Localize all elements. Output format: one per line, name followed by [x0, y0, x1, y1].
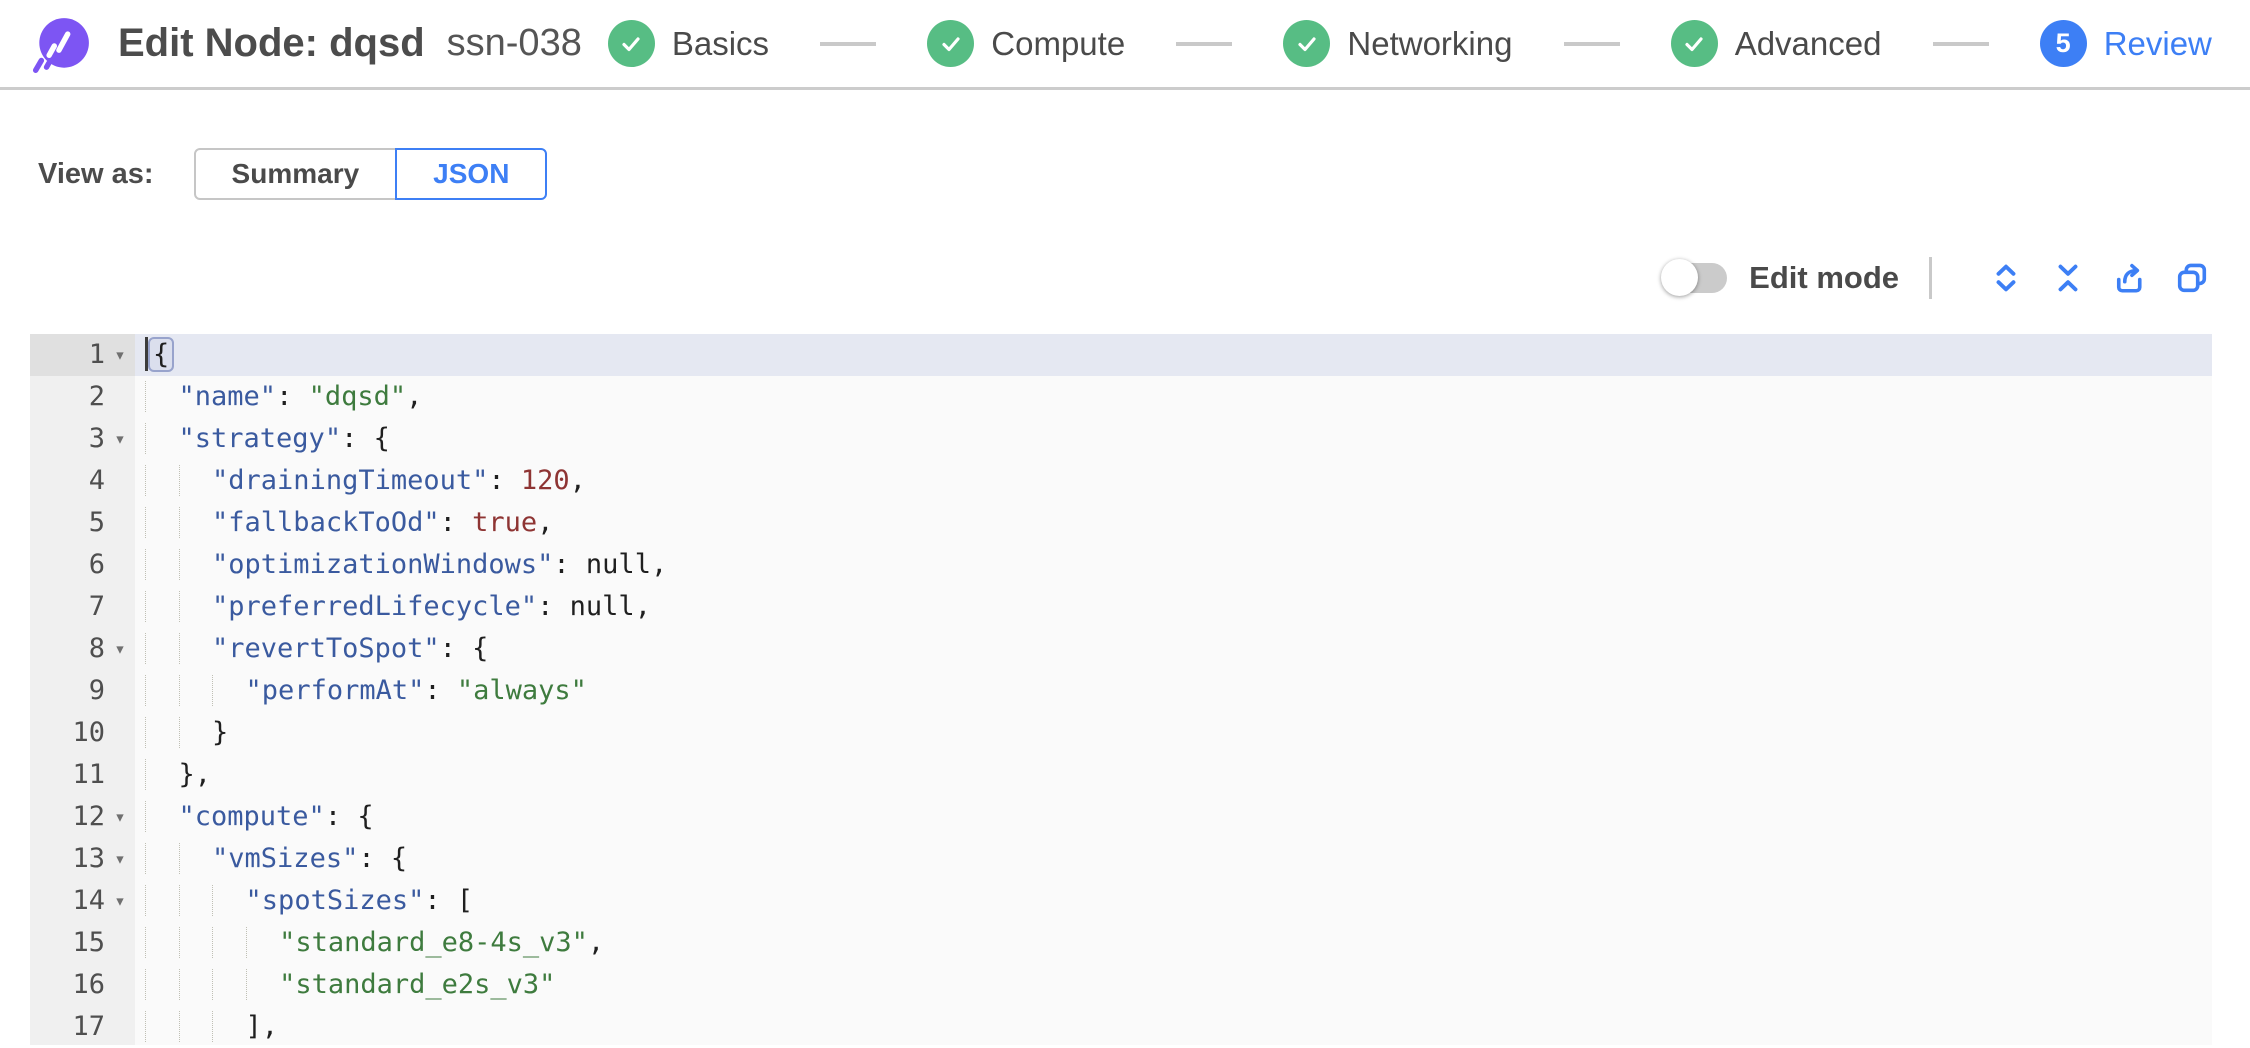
- step-number-badge: 5: [2039, 20, 2087, 67]
- editor-line: 11 },: [30, 754, 2212, 796]
- code-line[interactable]: "spotSizes": [: [135, 880, 2212, 922]
- page-title: Edit Node: dqsd: [118, 21, 425, 65]
- step-item-basics[interactable]: Basics: [607, 20, 770, 67]
- line-number: 17: [30, 1006, 135, 1045]
- step-label: Compute: [991, 24, 1126, 62]
- expand-all-icon[interactable]: [1988, 260, 2024, 296]
- code-line[interactable]: "preferredLifecycle": null,: [135, 586, 2212, 628]
- check-icon: [1670, 20, 1718, 67]
- check-icon: [927, 20, 975, 67]
- edit-mode-toggle[interactable]: [1661, 259, 1728, 296]
- editor-line: 15 "standard_e8-4s_v3",: [30, 922, 2212, 964]
- editor-line: 3▾ "strategy": {: [30, 418, 2212, 460]
- code-line[interactable]: "standard_e8-4s_v3",: [135, 922, 2212, 964]
- step-item-advanced[interactable]: Advanced: [1670, 20, 1882, 67]
- line-number: 15: [30, 922, 135, 964]
- view-summary-button[interactable]: Summary: [193, 148, 398, 200]
- node-id: ssn-038: [446, 22, 582, 64]
- editor-line: 9 "performAt": "always": [30, 670, 2212, 712]
- editor-line: 4 "drainingTimeout": 120,: [30, 460, 2212, 502]
- code-line[interactable]: ],: [135, 1006, 2212, 1045]
- check-icon: [1283, 20, 1331, 67]
- line-number: 5: [30, 502, 135, 544]
- step-item-review[interactable]: 5 Review: [2039, 20, 2212, 67]
- editor-line: 8▾ "revertToSpot": {: [30, 628, 2212, 670]
- step-connector: [1563, 41, 1620, 46]
- editor-line: 5 "fallbackToOd": true,: [30, 502, 2212, 544]
- view-as-label: View as:: [38, 157, 154, 190]
- code-line[interactable]: "vmSizes": {: [135, 838, 2212, 880]
- line-number: 10: [30, 712, 135, 754]
- wizard-header: Edit Node: dqsd ssn-038 Basics Compute Net…: [0, 0, 2250, 90]
- step-item-compute[interactable]: Compute: [927, 20, 1125, 67]
- line-number: 1▾: [30, 334, 135, 376]
- collapse-all-icon[interactable]: [2050, 260, 2086, 296]
- step-connector: [1932, 41, 1989, 46]
- line-number: 11: [30, 754, 135, 796]
- line-number: 3▾: [30, 418, 135, 460]
- toolbar-divider: [1929, 257, 1932, 299]
- editor-line: 14▾ "spotSizes": [: [30, 880, 2212, 922]
- editor-line: 2 "name": "dqsd",: [30, 376, 2212, 418]
- code-line[interactable]: },: [135, 754, 2212, 796]
- toggle-knob: [1661, 259, 1699, 296]
- step-item-networking[interactable]: Networking: [1283, 20, 1512, 67]
- line-number: 9: [30, 670, 135, 712]
- view-as-row: View as: Summary JSON: [38, 148, 2212, 200]
- line-number: 7: [30, 586, 135, 628]
- editor-line: 1▾{: [30, 334, 2212, 376]
- fold-arrow-icon[interactable]: ▾: [114, 344, 126, 366]
- line-number: 14▾: [30, 880, 135, 922]
- code-line[interactable]: }: [135, 712, 2212, 754]
- step-connector: [1176, 41, 1233, 46]
- editor-toolbar: Edit mode: [0, 252, 2210, 304]
- line-number: 8▾: [30, 628, 135, 670]
- editor-line: 16 "standard_e2s_v3": [30, 964, 2212, 1006]
- export-icon[interactable]: [2112, 260, 2148, 296]
- step-label: Basics: [671, 24, 770, 62]
- step-label: Networking: [1347, 24, 1513, 62]
- code-line[interactable]: "fallbackToOd": true,: [135, 502, 2212, 544]
- fold-arrow-icon[interactable]: ▾: [114, 638, 126, 660]
- fold-arrow-icon[interactable]: ▾: [114, 806, 126, 828]
- line-number: 12▾: [30, 796, 135, 838]
- spot-logo-icon: [32, 17, 89, 73]
- code-line[interactable]: "name": "dqsd",: [135, 376, 2212, 418]
- code-line[interactable]: "optimizationWindows": null,: [135, 544, 2212, 586]
- code-line[interactable]: {: [135, 334, 2212, 376]
- line-number: 2: [30, 376, 135, 418]
- editor-line: 10 }: [30, 712, 2212, 754]
- wizard-stepper: Basics Compute Networking Advanced 5 Review: [607, 20, 2212, 67]
- code-line[interactable]: "performAt": "always": [135, 670, 2212, 712]
- step-number: 5: [2055, 28, 2071, 58]
- line-number: 6: [30, 544, 135, 586]
- editor-line: 7 "preferredLifecycle": null,: [30, 586, 2212, 628]
- fold-arrow-icon[interactable]: ▾: [114, 848, 126, 870]
- view-json-button[interactable]: JSON: [395, 148, 548, 200]
- editor-line: 13▾ "vmSizes": {: [30, 838, 2212, 880]
- line-number: 16: [30, 964, 135, 1006]
- fold-arrow-icon[interactable]: ▾: [114, 428, 126, 450]
- step-label: Advanced: [1734, 24, 1882, 62]
- step-connector: [820, 41, 877, 46]
- editor-line: 12▾ "compute": {: [30, 796, 2212, 838]
- check-icon: [607, 20, 655, 67]
- line-number: 4: [30, 460, 135, 502]
- json-editor[interactable]: 1▾{2 "name": "dqsd",3▾ "strategy": {4 "d…: [30, 334, 2212, 1045]
- fold-arrow-icon[interactable]: ▾: [114, 890, 126, 912]
- code-line[interactable]: "standard_e2s_v3": [135, 964, 2212, 1006]
- edit-mode-label: Edit mode: [1749, 260, 1899, 295]
- view-as-segmented-control: Summary JSON: [193, 148, 548, 200]
- code-line[interactable]: "drainingTimeout": 120,: [135, 460, 2212, 502]
- code-line[interactable]: "compute": {: [135, 796, 2212, 838]
- code-line[interactable]: "strategy": {: [135, 418, 2212, 460]
- editor-line: 6 "optimizationWindows": null,: [30, 544, 2212, 586]
- copy-icon[interactable]: [2174, 260, 2210, 296]
- editor-line: 17 ],: [30, 1006, 2212, 1045]
- cursor-caret: [145, 336, 148, 371]
- code-line[interactable]: "revertToSpot": {: [135, 628, 2212, 670]
- step-label: Review: [2103, 24, 2212, 62]
- line-number: 13▾: [30, 838, 135, 880]
